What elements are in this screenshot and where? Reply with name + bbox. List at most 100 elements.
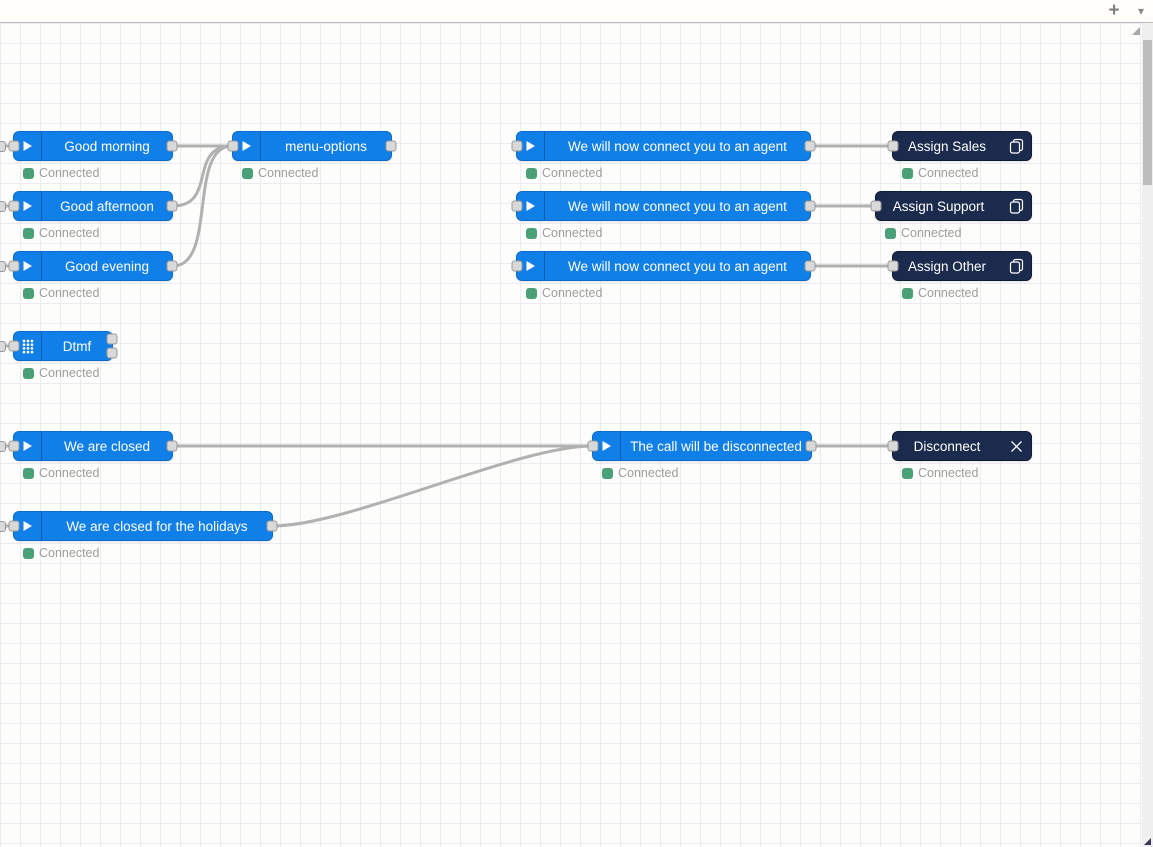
- output-port[interactable]: [106, 333, 118, 345]
- node-agent-message-3[interactable]: We will now connect you to an agent: [511, 251, 816, 281]
- node-label: menu-options: [285, 138, 367, 154]
- play-icon: [14, 432, 42, 460]
- node-status: Connected: [526, 286, 602, 300]
- connected-indicator: [602, 467, 613, 479]
- output-port[interactable]: [106, 347, 118, 359]
- output-port[interactable]: [805, 440, 817, 452]
- vertical-scrollbar[interactable]: [1142, 23, 1153, 847]
- connected-indicator: [23, 547, 34, 559]
- node-good-evening[interactable]: Good evening: [8, 251, 178, 281]
- node-good-afternoon[interactable]: Good afternoon: [8, 191, 178, 221]
- output-port[interactable]: [804, 200, 816, 212]
- status-text: Connected: [618, 466, 679, 480]
- connected-indicator: [23, 287, 34, 299]
- input-port[interactable]: [8, 200, 20, 212]
- input-port[interactable]: [870, 200, 882, 212]
- copy-icon[interactable]: [1001, 192, 1031, 220]
- node-we-are-closed[interactable]: We are closed: [8, 431, 178, 461]
- output-port[interactable]: [266, 520, 278, 532]
- input-port[interactable]: [8, 140, 20, 152]
- status-text: Connected: [39, 466, 100, 480]
- node-dtmf[interactable]: Dtmf: [8, 331, 118, 361]
- offscreen-wire-port[interactable]: [0, 440, 6, 452]
- input-port[interactable]: [887, 260, 899, 272]
- play-icon: [14, 512, 42, 540]
- node-label: We will now connect you to an agent: [568, 198, 787, 214]
- output-port[interactable]: [804, 140, 816, 152]
- node-closed-for-holidays[interactable]: We are closed for the holidays: [8, 511, 278, 541]
- input-port[interactable]: [887, 140, 899, 152]
- node-good-morning[interactable]: Good morning: [8, 131, 178, 161]
- play-icon: [14, 132, 42, 160]
- node-assign-sales[interactable]: Assign Sales: [887, 131, 1032, 161]
- connected-indicator: [902, 167, 913, 179]
- copy-icon[interactable]: [1001, 252, 1031, 280]
- node-call-will-disconnect[interactable]: The call will be disconnected: [587, 431, 817, 461]
- node-agent-message-1[interactable]: We will now connect you to an agent: [511, 131, 816, 161]
- add-node-button[interactable]: +: [1103, 0, 1125, 22]
- output-port[interactable]: [166, 200, 178, 212]
- node-agent-message-2[interactable]: We will now connect you to an agent: [511, 191, 816, 221]
- node-label: We are closed for the holidays: [66, 518, 248, 534]
- play-icon: [517, 132, 545, 160]
- input-port[interactable]: [511, 140, 523, 152]
- node-assign-support[interactable]: Assign Support: [870, 191, 1032, 221]
- scrollbar-thumb[interactable]: [1143, 40, 1152, 185]
- status-text: Connected: [39, 226, 100, 240]
- node-label: We will now connect you to an agent: [568, 258, 787, 274]
- connected-indicator: [526, 167, 537, 179]
- offscreen-wire-port[interactable]: [0, 520, 6, 532]
- toolbar: + ▾: [0, 0, 1153, 23]
- node-status: Connected: [602, 466, 678, 480]
- status-text: Connected: [39, 546, 100, 560]
- wire[interactable]: [271, 444, 594, 528]
- connected-indicator: [23, 467, 34, 479]
- status-text: Connected: [39, 366, 100, 380]
- offscreen-wire-port[interactable]: [0, 140, 6, 152]
- play-icon: [517, 192, 545, 220]
- connected-indicator: [885, 227, 896, 239]
- input-port[interactable]: [8, 520, 20, 532]
- play-icon: [593, 432, 621, 460]
- copy-icon[interactable]: [1001, 132, 1031, 160]
- chevron-down-icon[interactable]: ▾: [1132, 1, 1150, 21]
- connected-indicator: [23, 367, 34, 379]
- input-port[interactable]: [511, 260, 523, 272]
- output-port[interactable]: [385, 140, 397, 152]
- output-port[interactable]: [166, 440, 178, 452]
- node-status: Connected: [23, 166, 99, 180]
- node-status: Connected: [23, 366, 99, 380]
- node-status: Connected: [23, 286, 99, 300]
- wire[interactable]: [171, 144, 234, 268]
- offscreen-wire-port[interactable]: [0, 200, 6, 212]
- node-label: Good evening: [64, 258, 150, 274]
- output-port[interactable]: [804, 260, 816, 272]
- node-status: Connected: [23, 226, 99, 240]
- node-label: The call will be disconnected: [630, 438, 802, 454]
- input-port[interactable]: [8, 340, 20, 352]
- input-port[interactable]: [587, 440, 599, 452]
- node-label: Good morning: [64, 138, 150, 154]
- node-status: Connected: [902, 166, 978, 180]
- input-port[interactable]: [227, 140, 239, 152]
- play-icon: [14, 192, 42, 220]
- node-menu-options[interactable]: menu-options: [227, 131, 397, 161]
- output-port[interactable]: [166, 140, 178, 152]
- status-text: Connected: [258, 166, 319, 180]
- output-port[interactable]: [166, 260, 178, 272]
- close-icon[interactable]: [1001, 432, 1031, 460]
- offscreen-wire-port[interactable]: [0, 260, 6, 272]
- input-port[interactable]: [8, 260, 20, 272]
- play-icon: [517, 252, 545, 280]
- node-label: Assign Other: [907, 258, 987, 274]
- input-port[interactable]: [8, 440, 20, 452]
- input-port[interactable]: [887, 440, 899, 452]
- node-disconnect[interactable]: Disconnect: [887, 431, 1032, 461]
- connected-indicator: [902, 287, 913, 299]
- node-assign-other[interactable]: Assign Other: [887, 251, 1032, 281]
- offscreen-wire-port[interactable]: [0, 340, 6, 352]
- connected-indicator: [242, 167, 253, 179]
- input-port[interactable]: [511, 200, 523, 212]
